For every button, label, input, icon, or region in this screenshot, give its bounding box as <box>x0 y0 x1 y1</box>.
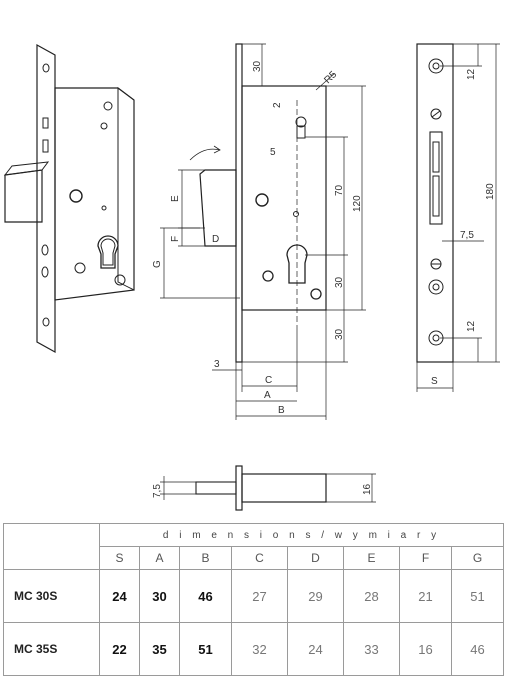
dimensions-table: d i m e n s i o n s / w y m i a r y S A … <box>3 523 505 676</box>
front-dim-12-bottom: 12 <box>466 320 477 332</box>
cell-s: 24 <box>99 569 140 623</box>
table-row: MC 30S 24 30 46 27 29 28 21 51 <box>3 569 505 623</box>
col-header-c: C <box>231 546 288 570</box>
top-dim-7-5: 7,5 <box>152 484 163 498</box>
label-d: D <box>212 234 219 245</box>
col-header-f: F <box>399 546 452 570</box>
top-dim-16: 16 <box>362 483 373 495</box>
dim-30-top: 30 <box>252 60 263 72</box>
col-header-d: D <box>287 546 344 570</box>
col-header-e: E <box>343 546 400 570</box>
label-f: F <box>170 236 181 242</box>
cell-s: 22 <box>99 622 140 676</box>
cell-b: 46 <box>179 569 232 623</box>
top-view <box>160 465 376 511</box>
cell-f: 16 <box>399 622 452 676</box>
cell-g: 46 <box>450 622 505 676</box>
cell-b: 51 <box>179 622 232 676</box>
table-title: d i m e n s i o n s / w y m i a r y <box>98 523 505 547</box>
front-faceplate-view <box>416 43 500 392</box>
front-dim-180: 180 <box>485 183 496 200</box>
cell-f: 21 <box>399 569 452 623</box>
dim-r5: R5 <box>322 69 339 86</box>
dim-120: 120 <box>352 195 363 212</box>
front-dim-12-top: 12 <box>466 68 477 80</box>
cell-d: 29 <box>287 569 344 623</box>
col-header-s: S <box>99 546 140 570</box>
label-c: C <box>265 375 272 386</box>
front-label-s: S <box>431 376 438 387</box>
dim-30-mid: 30 <box>334 276 345 288</box>
model-name: MC 35S <box>3 622 100 676</box>
side-section-view <box>160 43 366 420</box>
col-header-b: B <box>179 546 232 570</box>
dim-30-low: 30 <box>334 328 345 340</box>
cell-a: 30 <box>139 569 180 623</box>
dim-5: 5 <box>270 147 276 158</box>
label-e: E <box>170 195 181 202</box>
table-corner <box>3 523 100 570</box>
col-header-a: A <box>139 546 180 570</box>
dim-2: 2 <box>272 102 283 108</box>
label-b: B <box>278 405 285 416</box>
table-row: MC 35S 22 35 51 32 24 33 16 46 <box>3 622 505 676</box>
dim-3: 3 <box>214 359 220 370</box>
cell-e: 33 <box>343 622 400 676</box>
cell-d: 24 <box>287 622 344 676</box>
label-a: A <box>264 390 271 401</box>
lock-technical-drawing: 30 R5 2 5 70 120 30 30 E F D G 3 C A B 1… <box>3 43 500 511</box>
col-header-g: G <box>450 546 505 570</box>
cell-e: 28 <box>343 569 400 623</box>
cell-a: 35 <box>139 622 180 676</box>
model-name: MC 30S <box>3 569 100 623</box>
label-g: G <box>152 260 163 268</box>
dim-70: 70 <box>334 184 345 196</box>
cell-c: 27 <box>231 569 288 623</box>
front-dim-7-5: 7,5 <box>460 230 474 241</box>
cell-g: 51 <box>450 569 505 623</box>
perspective-view <box>3 43 135 354</box>
cell-c: 32 <box>231 622 288 676</box>
